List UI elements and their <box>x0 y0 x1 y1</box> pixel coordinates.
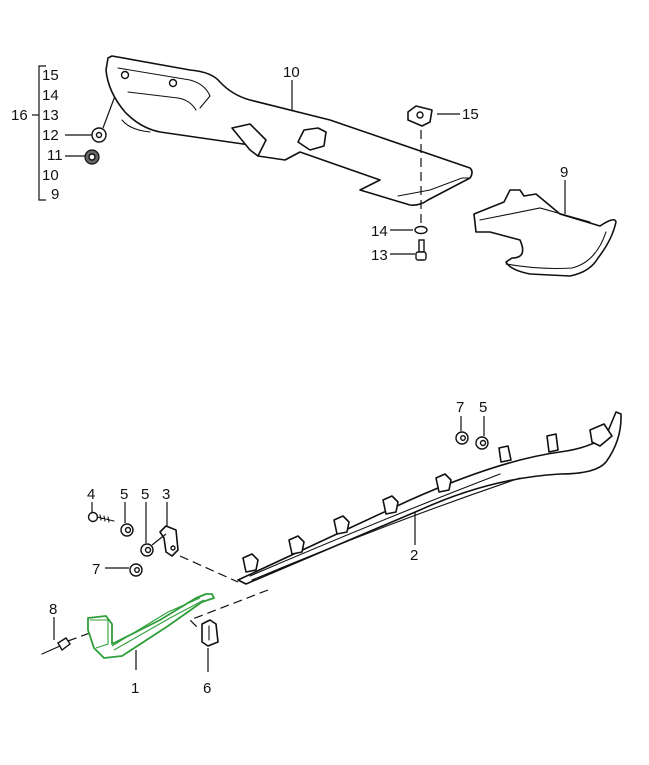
assembly-line-skirt-to-clip <box>188 589 269 631</box>
support-bracket-body <box>87 593 215 659</box>
set-item-12[interactable]: 12 <box>42 127 59 144</box>
set-item-13[interactable]: 13 <box>42 107 59 124</box>
bracket-3-hole <box>170 545 176 551</box>
undertray-inner-edge <box>117 67 211 109</box>
nut-7-hole <box>133 567 140 574</box>
bolt-13-icon[interactable] <box>415 239 427 261</box>
support-bracket-rail-2 <box>113 599 205 651</box>
side-tray-body <box>473 189 617 277</box>
undertray-ridge <box>231 123 267 157</box>
part-9-side-tray[interactable] <box>473 189 617 277</box>
stud-2 <box>168 78 178 88</box>
grommet-5-icon[interactable] <box>120 523 134 537</box>
callout-5b[interactable]: 5 <box>141 486 149 503</box>
undertray-rib <box>127 91 197 111</box>
callout-9[interactable]: 9 <box>560 164 568 181</box>
part-6-clip[interactable] <box>201 619 219 647</box>
grommet-5-upper-hole <box>479 439 487 447</box>
pin-8-body <box>57 637 71 652</box>
undertray-flange <box>397 177 471 197</box>
nut-7-upper-icon[interactable] <box>455 431 469 445</box>
part-10-undertray[interactable] <box>105 55 473 206</box>
assembly-line-bracket-to-skirt <box>179 555 239 583</box>
support-bracket-plate <box>90 619 109 649</box>
callout-7[interactable]: 7 <box>92 561 100 578</box>
callout-6[interactable]: 6 <box>203 680 211 697</box>
grommet-5-hole <box>124 526 132 534</box>
set-bracket <box>38 65 46 201</box>
nut-7-upper-hole <box>460 435 467 442</box>
nut-11-hole <box>88 153 96 161</box>
callout-5[interactable]: 5 <box>120 486 128 503</box>
callout-14[interactable]: 14 <box>371 223 388 240</box>
callout-4[interactable]: 4 <box>87 486 95 503</box>
callout-13[interactable]: 13 <box>371 247 388 264</box>
undertray-slot <box>121 119 151 133</box>
washer-14-icon[interactable] <box>414 225 428 235</box>
leader-3-diag <box>151 533 167 546</box>
callout-16[interactable]: 16 <box>11 107 28 124</box>
pin-8-shaft <box>41 645 61 655</box>
callout-2[interactable]: 2 <box>410 547 418 564</box>
side-tray-edge <box>479 207 591 223</box>
clip-6-body <box>201 619 219 647</box>
grommet-5b-icon[interactable] <box>140 543 154 557</box>
bolt-13-shank <box>418 239 425 253</box>
callout-5-upper[interactable]: 5 <box>479 399 487 416</box>
part-3-bracket[interactable] <box>159 525 179 557</box>
part-15-clip-nut[interactable] <box>407 105 433 127</box>
bolt-13-head <box>415 251 427 261</box>
washer-12-hole <box>95 131 103 139</box>
set-item-14[interactable]: 14 <box>42 87 59 104</box>
undertray-boss <box>297 127 327 151</box>
nut-7-icon[interactable] <box>129 563 143 577</box>
set-item-9[interactable]: 9 <box>51 186 59 203</box>
side-tray-lip <box>505 231 607 270</box>
set-item-11[interactable]: 11 <box>47 147 63 164</box>
skirt-end-bracket <box>589 423 613 447</box>
callout-10[interactable]: 10 <box>283 64 300 81</box>
callout-8[interactable]: 8 <box>49 601 57 618</box>
side-skirt-body <box>237 411 622 585</box>
grommet-5-upper-icon[interactable] <box>475 436 489 450</box>
undertray-panel <box>105 55 473 206</box>
skirt-tab <box>498 445 512 463</box>
part-1-support-bracket[interactable] <box>87 593 215 659</box>
screw-4-thread <box>96 514 115 523</box>
callout-7-upper[interactable]: 7 <box>456 399 464 416</box>
screw-4-head <box>87 511 99 523</box>
set-item-10[interactable]: 10 <box>42 167 59 184</box>
callout-1[interactable]: 1 <box>131 680 139 697</box>
set-group-16: 16 15 14 13 12 11 10 9 <box>11 65 122 203</box>
skirt-tab <box>242 553 259 573</box>
part-2-side-skirt[interactable] <box>237 411 622 585</box>
side-skirt-groove-2 <box>251 477 521 581</box>
skirt-tab <box>288 535 305 555</box>
bracket-3-body <box>159 525 179 557</box>
skirt-tab <box>435 473 452 493</box>
callout-3[interactable]: 3 <box>162 486 170 503</box>
support-bracket-rail-1 <box>111 597 201 647</box>
skirt-tab <box>546 433 559 453</box>
assembly-line-pin-to-bracket <box>67 629 99 642</box>
pin-8-icon[interactable] <box>41 637 71 655</box>
clip-nut-hole <box>416 111 424 119</box>
callout-15[interactable]: 15 <box>462 106 479 123</box>
skirt-mounting-tabs <box>242 423 613 573</box>
screw-4-icon[interactable] <box>87 511 115 523</box>
set-item-15[interactable]: 15 <box>42 67 59 84</box>
stud-1 <box>120 70 130 80</box>
skirt-tab <box>333 515 350 535</box>
skirt-tab <box>382 495 399 515</box>
grommet-5b-hole <box>144 546 152 554</box>
side-skirt-groove-1 <box>249 473 501 577</box>
